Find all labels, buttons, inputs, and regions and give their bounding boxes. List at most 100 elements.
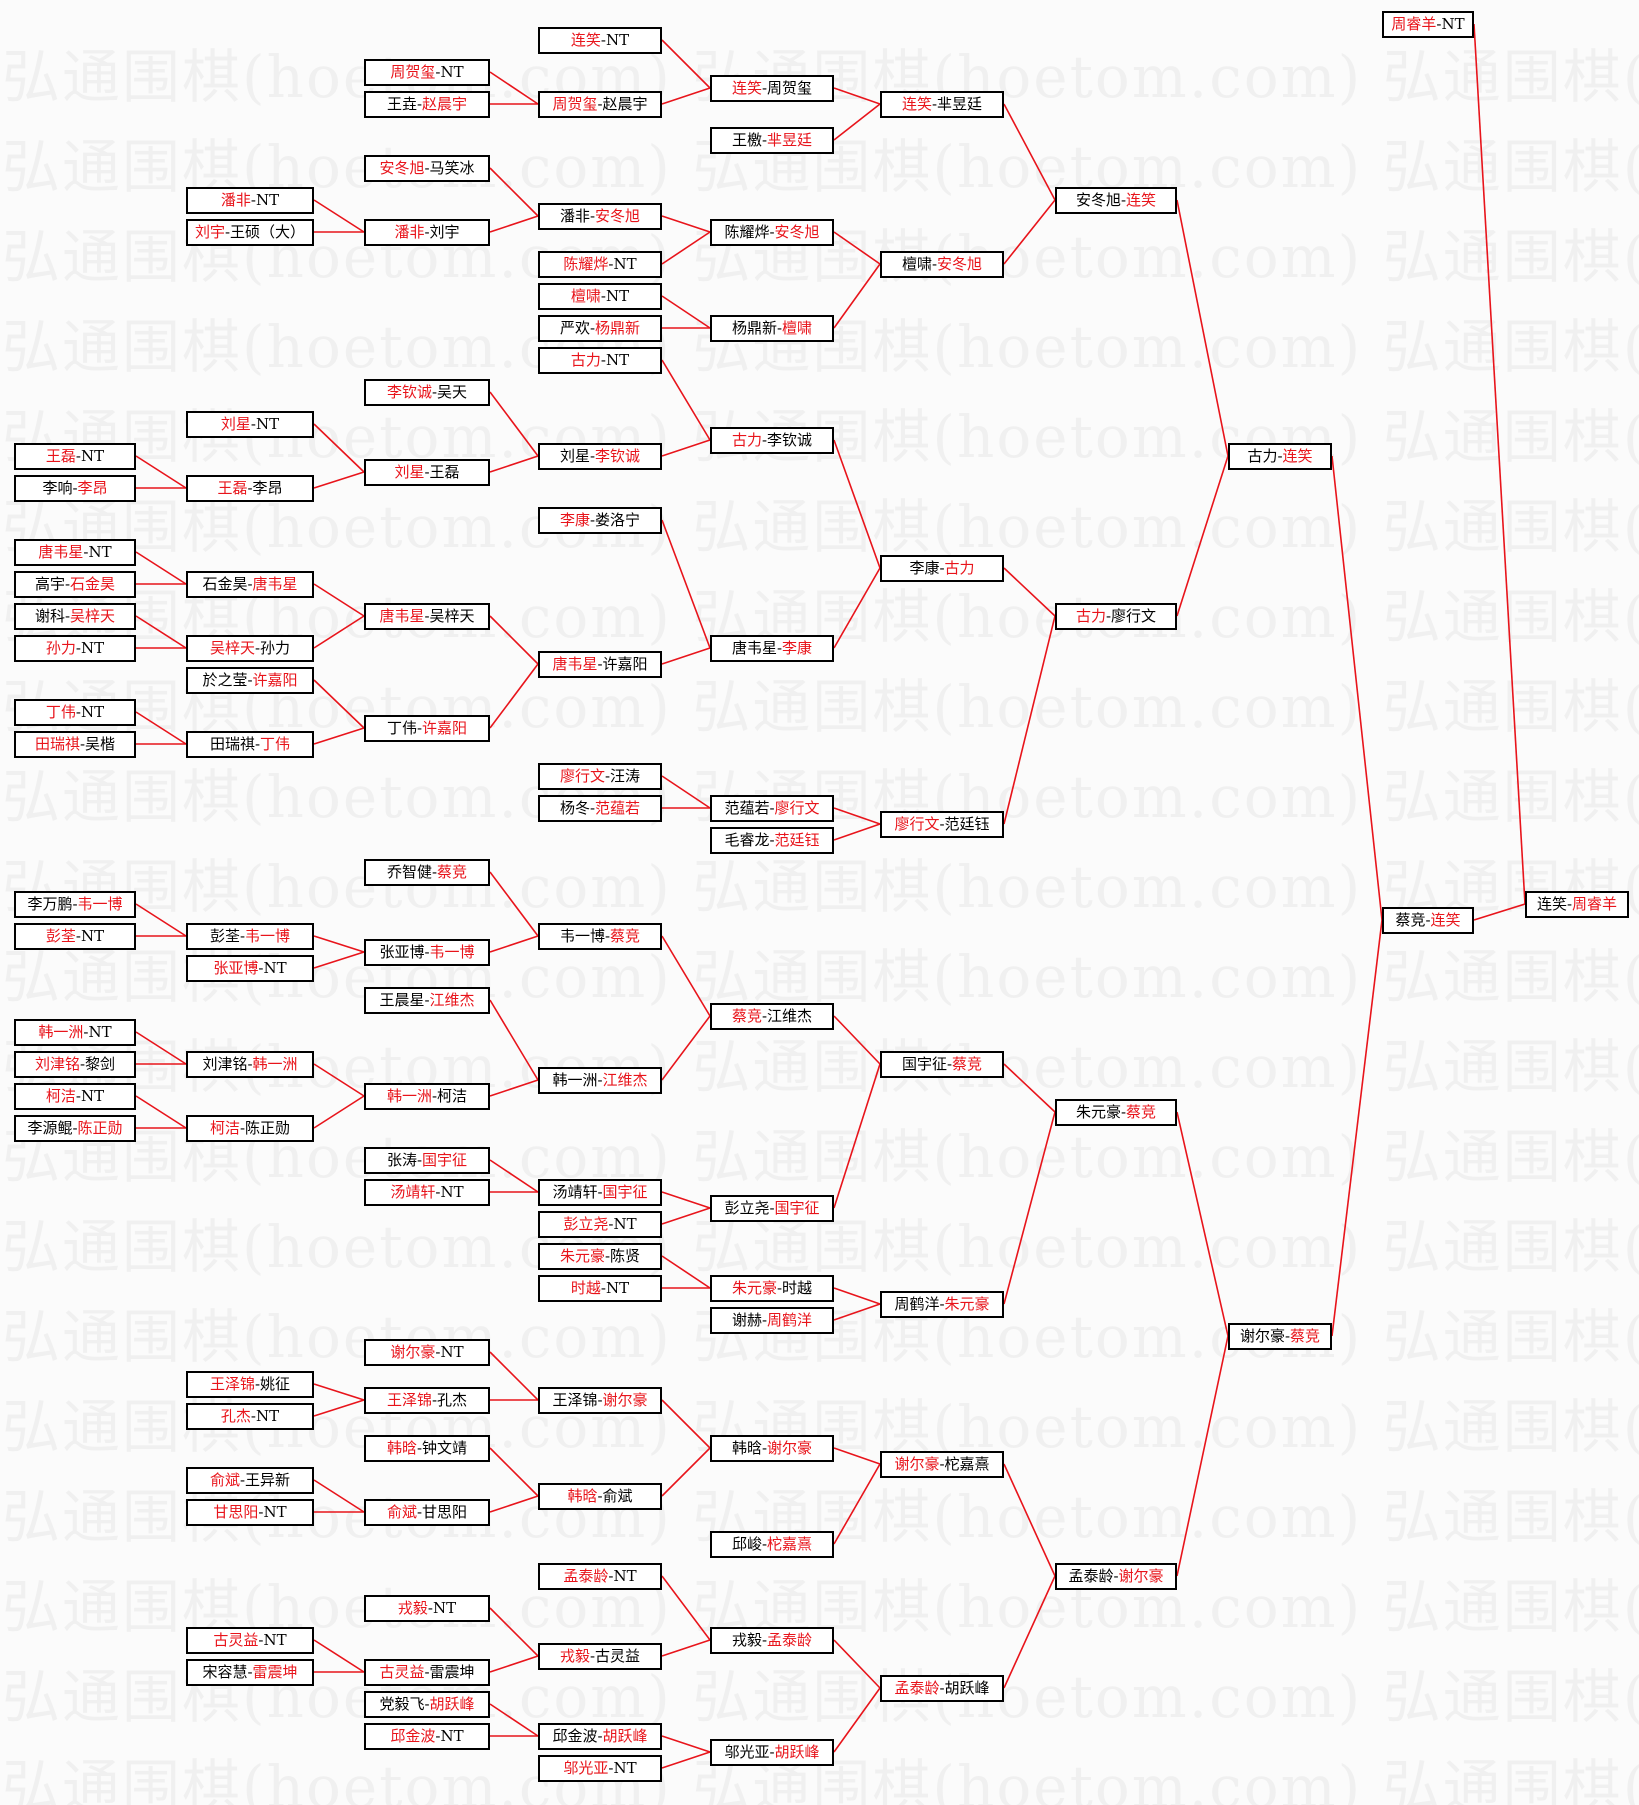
match-box: 王泽锦-孔杰 <box>364 1387 490 1414</box>
bracket-connector <box>313 1383 365 1401</box>
match-box: 谢尔豪-蔡竞 <box>1228 1323 1332 1350</box>
player-a: 田瑞祺 <box>34 735 80 753</box>
match-box: 孔杰-NT <box>186 1403 314 1430</box>
player-a: 周鹤洋 <box>894 1295 940 1313</box>
match-box: 唐韦星-许嘉阳 <box>538 651 662 678</box>
player-a: 安冬旭 <box>379 159 425 177</box>
match-box: 朱元豪-陈贤 <box>538 1243 662 1270</box>
match-box: 潘非-刘宇 <box>364 219 490 246</box>
vs-dash: - <box>247 1663 253 1681</box>
player-b: 韦一博 <box>429 943 475 961</box>
match-box: 柯洁-陈正勋 <box>186 1115 314 1142</box>
bracket-connector <box>313 1479 365 1513</box>
player-a: 柯洁 <box>45 1087 76 1105</box>
player-b: 李昂 <box>252 479 283 497</box>
player-a: 连笑 <box>570 31 601 49</box>
bracket-connector <box>833 807 881 825</box>
player-b: 汪涛 <box>610 767 641 785</box>
player-a: 彭立尧 <box>563 1215 609 1233</box>
vs-dash: - <box>597 1487 603 1505</box>
player-b: 安冬旭 <box>774 223 820 241</box>
bracket-connector <box>313 1399 365 1417</box>
player-b: 雷震坤 <box>429 1663 475 1681</box>
vs-dash: - <box>939 559 945 577</box>
player-b: 蔡竞 <box>610 927 641 945</box>
bracket-connector <box>833 1287 881 1305</box>
player-b: 廖行文 <box>774 799 820 817</box>
player-a: 王泽锦 <box>552 1391 598 1409</box>
player-a: 王磊 <box>217 479 248 497</box>
bracket-connector <box>661 1015 711 1081</box>
bracket-connector <box>489 391 539 457</box>
vs-dash: - <box>250 415 256 433</box>
player-b: 赵晨宇 <box>422 95 468 113</box>
player-b: 谢尔豪 <box>767 1439 813 1457</box>
player-a: 廖行文 <box>559 767 605 785</box>
vs-dash: - <box>435 63 441 81</box>
bracket-connector <box>661 439 711 457</box>
bracket-connector <box>135 1095 187 1129</box>
match-box: 柯洁-NT <box>14 1083 136 1110</box>
player-a: 周睿羊 <box>1391 15 1437 33</box>
player-a: 严欢 <box>559 319 590 337</box>
player-b: 周睿羊 <box>1572 895 1618 913</box>
match-box: 朱元豪-蔡竞 <box>1055 1099 1177 1126</box>
vs-dash: - <box>1105 607 1112 625</box>
match-box: 李钦诚-吴天 <box>364 379 490 406</box>
bracket-connector <box>833 567 881 649</box>
bracket-connector <box>135 1031 187 1065</box>
match-box: 张亚博-韦一博 <box>364 939 490 966</box>
vs-dash: - <box>604 767 611 785</box>
match-box: 连笑-周睿羊 <box>1525 891 1629 918</box>
player-a: 宋容慧 <box>202 1663 248 1681</box>
player-b: 江维杰 <box>767 1007 813 1025</box>
player-b: 刘宇 <box>429 223 460 241</box>
player-a: 邱金波 <box>390 1727 436 1745</box>
vs-dash: - <box>416 1151 423 1169</box>
match-box: 邱金波-胡跃峰 <box>538 1723 662 1750</box>
bracket-connector <box>489 1495 539 1513</box>
bracket-connector <box>135 551 187 585</box>
player-b: NT <box>605 1279 630 1297</box>
player-b: 杨鼎新 <box>595 319 641 337</box>
match-box: 田瑞祺-吴楷 <box>14 731 136 758</box>
match-box: 韩一洲-柯洁 <box>364 1083 490 1110</box>
player-b: 范蕴若 <box>595 799 641 817</box>
player-b: NT <box>605 287 630 305</box>
player-a: 唐韦星 <box>38 543 84 561</box>
match-box: 刘星-王磊 <box>364 459 490 486</box>
match-box: 潘非-NT <box>186 187 314 214</box>
match-box: 吴梓天-孙力 <box>186 635 314 662</box>
bracket-connector <box>661 1735 711 1753</box>
player-b: 钟文靖 <box>422 1439 468 1457</box>
vs-dash: - <box>250 191 256 209</box>
player-a: 汤靖轩 <box>390 1183 436 1201</box>
player-b: 许嘉阳 <box>602 655 648 673</box>
vs-dash: - <box>427 1599 433 1617</box>
player-b: 石金昊 <box>70 575 116 593</box>
match-box: 戎毅-NT <box>364 1595 490 1622</box>
vs-dash: - <box>776 319 783 337</box>
player-b: 韩一洲 <box>252 1055 298 1073</box>
bracket-connector <box>313 935 365 953</box>
bracket-connector <box>135 711 187 745</box>
player-a: 韩晗 <box>386 1439 417 1457</box>
player-a: 韩晗 <box>731 1439 762 1457</box>
vs-dash: - <box>416 719 423 737</box>
player-b: NT <box>88 543 112 561</box>
player-b: NT <box>80 447 105 465</box>
bracket-connector <box>661 359 711 441</box>
match-box: 俞斌-王异新 <box>186 1467 314 1494</box>
player-a: 柯洁 <box>209 1119 240 1137</box>
player-b: 檀啸 <box>782 319 813 337</box>
match-box: 杨鼎新-檀啸 <box>710 315 834 342</box>
vs-dash: - <box>424 159 430 177</box>
bracket-connector <box>489 1351 539 1401</box>
player-b: NT <box>432 1599 457 1617</box>
vs-dash: - <box>72 895 78 913</box>
vs-dash: - <box>769 1199 775 1217</box>
vs-dash: - <box>939 1295 945 1313</box>
player-b: 甘思阳 <box>422 1503 468 1521</box>
player-b: NT <box>440 1343 464 1361</box>
player-b: 国宇征 <box>422 1151 468 1169</box>
